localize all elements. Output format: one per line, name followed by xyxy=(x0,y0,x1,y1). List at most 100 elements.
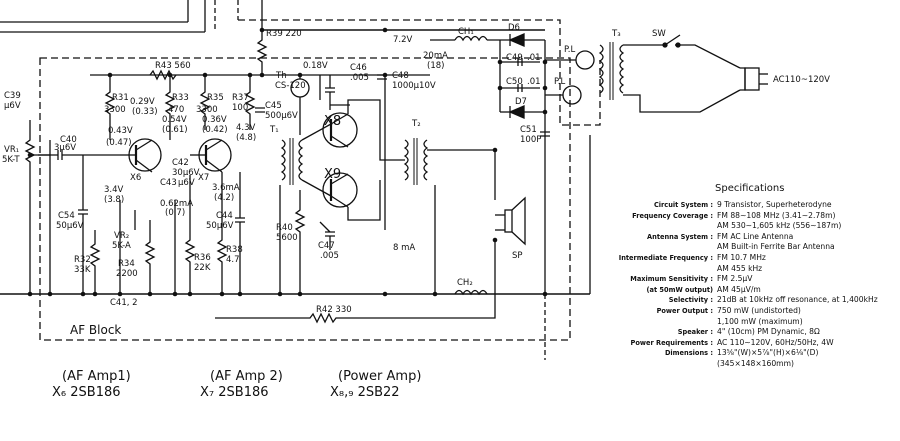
t1-transformer xyxy=(280,138,304,185)
spec-row: Frequency Coverage :FM 88~108 MHz (3.41~… xyxy=(600,211,878,222)
v018-reading: 0.18V xyxy=(303,61,328,71)
v036-paren: (0.42) xyxy=(202,125,228,135)
t1-label: T₁ xyxy=(269,125,279,135)
r37-value: 100 xyxy=(232,103,248,113)
speaker-icon xyxy=(504,196,526,246)
pl1-label: P.L xyxy=(564,45,576,55)
r33-resistor xyxy=(164,75,176,140)
vr2-label: VR₂ xyxy=(114,231,129,241)
spec-value: 21dB at 10kHz off resonance, at 1,400kHz xyxy=(717,295,878,305)
spec-row: Power Requirements : AC 110~120V, 60Hz/50… xyxy=(600,338,878,349)
v34-reading: 3.4V xyxy=(104,185,124,195)
spec-row: Maximum Sensitivity :FM 2.5μV xyxy=(600,274,878,285)
r38-resistor xyxy=(216,172,228,294)
af2-role: (AF Amp 2) xyxy=(210,369,283,384)
x8-label: X8 xyxy=(324,114,341,129)
c54-label: C54 xyxy=(58,211,75,221)
spec-key: (at 50mW output) xyxy=(646,285,713,294)
af2-part: X₇ 2SB186 xyxy=(200,385,269,400)
t2-transformer xyxy=(403,138,429,185)
r42-resistor xyxy=(215,240,496,324)
d6-diode xyxy=(508,33,525,47)
ac-label: AC110~120V xyxy=(773,75,830,85)
af-block-outline xyxy=(39,57,571,341)
v043-paren: (0.47) xyxy=(106,138,132,148)
vr1-value: 5K-T xyxy=(2,155,20,165)
r37-resistor xyxy=(244,75,256,130)
spec-key xyxy=(600,359,717,370)
x9-label: X9 xyxy=(324,167,341,182)
c54-capacitor xyxy=(78,155,88,294)
x9-transistor xyxy=(322,172,358,208)
r36-value: 22K xyxy=(194,263,211,273)
af-block-label: AF Block xyxy=(70,323,121,337)
spec-row: AM 455 kHz xyxy=(600,264,878,275)
r40-resistor xyxy=(294,190,306,294)
t2-label: T₂ xyxy=(411,119,421,129)
c42-label: C42 xyxy=(172,158,189,168)
spec-key xyxy=(600,221,717,232)
th-label: Th xyxy=(275,71,287,81)
spec-row: Power Output :750 mW (undistorted) xyxy=(600,306,878,317)
spec-value: FM 10.7 MHz xyxy=(717,252,766,262)
c43-value: μ6V xyxy=(178,178,195,188)
specifications-title: Specifications xyxy=(715,183,785,194)
c46-capacitor xyxy=(325,75,335,110)
r35-value: 3300 xyxy=(196,105,218,115)
spec-key: Power Requirements : xyxy=(630,338,713,347)
r35-resistor xyxy=(199,75,211,130)
spec-key: Speaker : xyxy=(677,328,713,337)
r40-value: 5600 xyxy=(276,233,298,243)
spec-row: Speaker :4" (10cm) PM Dynamic, 8Ω xyxy=(600,327,878,338)
spec-row: Selectivity :21dB at 10kHz off resonance… xyxy=(600,295,878,306)
t3-transformer xyxy=(598,42,625,100)
ma062-reading: 0.62mA xyxy=(160,199,193,209)
c46-label: C46 xyxy=(350,63,367,73)
spec-row: Dimensions :13⅝"(W)×5⅞"(H)×6⅛"(D) xyxy=(600,348,878,359)
spec-row: AM 530~1,605 kHz (556~187m) xyxy=(600,221,878,232)
r38-value: 4.7 xyxy=(226,255,240,265)
spec-key xyxy=(600,242,717,253)
r39-label: R39 220 xyxy=(266,29,302,39)
v043-reading: 0.43V xyxy=(108,126,133,136)
r37-label: R37 xyxy=(232,93,249,103)
c48-value: 1000μ10V xyxy=(392,81,436,91)
c40-capacitor xyxy=(30,150,120,160)
r43-label: R43 560 xyxy=(155,61,191,71)
pwr-part: X₈,₉ 2SB22 xyxy=(330,385,400,400)
spec-value: AC 110~120V, 60Hz/50Hz, 4W xyxy=(717,337,834,347)
spec-value: AM 45μV/m xyxy=(717,284,761,294)
ch2-label: CH₂ xyxy=(457,278,473,288)
vr2-value: 5K-A xyxy=(112,241,131,251)
top-left-bus xyxy=(0,0,263,33)
ma36-reading: 3.6mA xyxy=(212,183,240,193)
spec-value: AM 530~1,605 kHz (556~187m) xyxy=(717,221,842,231)
spec-value: FM AC Line Antenna xyxy=(717,231,794,241)
r34-label: R34 xyxy=(118,259,135,269)
ac-plug-icon xyxy=(740,67,768,91)
af1-role: (AF Amp1) xyxy=(62,369,131,384)
spec-key: Circuit System : xyxy=(653,201,713,209)
ma8-reading: 8 mA xyxy=(393,243,415,253)
spec-row: AM Built-in Ferrite Bar Antenna xyxy=(600,242,878,253)
c44-value: 50μ6V xyxy=(206,221,234,231)
spec-value: AM Built-in Ferrite Bar Antenna xyxy=(717,242,835,252)
c50-value: .01 xyxy=(527,77,541,87)
junction-dots xyxy=(27,27,548,297)
t3-label: T₃ xyxy=(611,29,621,39)
r34-resistor xyxy=(144,220,156,294)
spec-value: AM 455 kHz xyxy=(717,263,763,273)
spec-value: 750 mW (undistorted) xyxy=(717,305,801,315)
c49-label: C49 xyxy=(506,53,523,63)
v054-paren: (0.61) xyxy=(162,125,188,135)
spec-row: (at 50mW output) AM 45μV/m xyxy=(600,285,878,296)
c45-value: 500μ6V xyxy=(265,111,298,121)
ma20-reading: 20mA xyxy=(423,51,448,61)
c51-label: C51 xyxy=(520,125,537,135)
spec-key: Dimensions : xyxy=(664,349,713,358)
r31-label: R31 xyxy=(112,93,129,103)
pl2-label: P.L xyxy=(554,77,566,87)
r33-value: 470 xyxy=(168,105,184,115)
spec-value: 1,100 mW (maximum) xyxy=(717,316,803,326)
r32-resistor xyxy=(89,230,101,294)
